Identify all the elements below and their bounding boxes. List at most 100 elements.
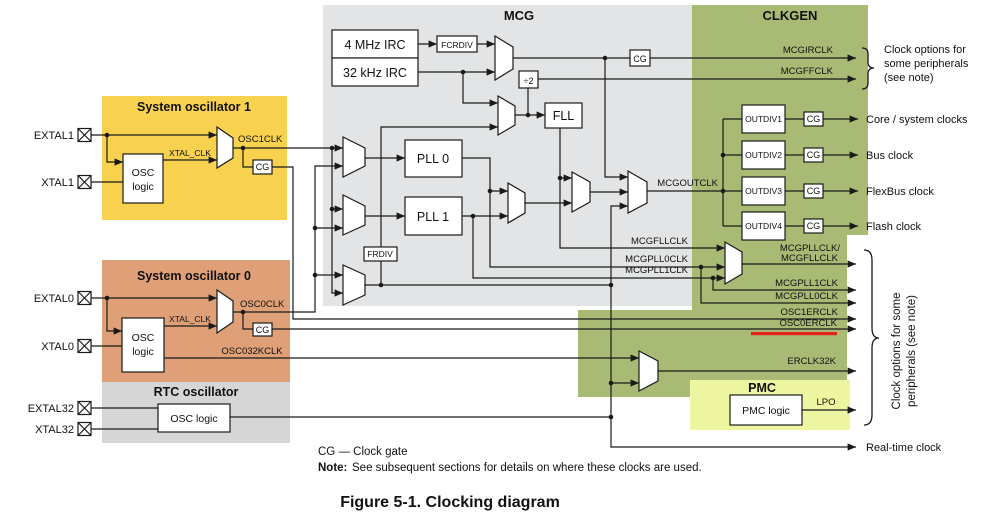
- pmc-title: PMC: [748, 381, 776, 395]
- osc0erclk-highlight-underline: [751, 332, 837, 336]
- lpo-label: LPO: [816, 397, 835, 408]
- junction-dots: [104, 55, 726, 420]
- sysosc1-title: System oscillator 1: [137, 100, 251, 114]
- rtc-osc-logic-label: OSC logic: [170, 413, 217, 425]
- top-note-line1: Clock options for: [884, 44, 966, 56]
- top-note-line2: some peripherals: [884, 58, 969, 70]
- pll1-label: PLL 1: [417, 210, 449, 224]
- mcgoutclk-label: MCGOUTCLK: [657, 178, 718, 189]
- osc1-mux: [216, 125, 234, 170]
- osc0-cg-gate: [252, 322, 273, 337]
- outdiv3-label: OUTDIV3: [745, 186, 782, 196]
- frdiv-src-mux: [342, 264, 366, 306]
- erclk32k-mux: [638, 350, 659, 392]
- extal1-label: EXTAL1: [34, 130, 74, 142]
- div2-label: ÷2: [524, 76, 534, 86]
- bus-cg-label: CG: [807, 150, 821, 160]
- mcgffclk-label: MCGFFCLK: [781, 66, 834, 77]
- osc1-logic-label-line1: OSC: [132, 167, 155, 179]
- mcgirclk-cg-gate: [629, 49, 651, 67]
- xtal32-label: XTAL32: [35, 424, 74, 436]
- mcgirclk-label: MCGIRCLK: [783, 45, 834, 56]
- realtime-clock-label: Real-time clock: [866, 442, 942, 454]
- outdiv1-block: [741, 104, 786, 134]
- pmc-logic-label: PMC logic: [742, 405, 790, 417]
- mcgpll1clk-out-label: MCGPLL1CLK: [775, 278, 838, 289]
- side-note-line1: Clock options for some: [891, 293, 903, 410]
- flash-cg-gate: [803, 218, 824, 234]
- bus-clock-label: Bus clock: [866, 150, 914, 162]
- bus-cg-gate: [803, 147, 824, 163]
- pmc-logic-block: [729, 394, 803, 426]
- pin-extal32: [77, 400, 92, 416]
- xtal1-label: XTAL1: [41, 177, 74, 189]
- wire-connections: [91, 40, 858, 451]
- pin-xtal32: [77, 421, 92, 437]
- flash-clock-label: Flash clock: [866, 221, 922, 233]
- mcg-title: MCG: [504, 8, 534, 23]
- irc-4mhz-block: [331, 29, 419, 59]
- osc0clk-label: OSC0CLK: [240, 299, 285, 310]
- osc0-logic-label-line1: OSC: [132, 332, 155, 344]
- pll1-ref-mux: [342, 194, 366, 236]
- pin-xtal0: [77, 338, 92, 354]
- pin-extal1: [77, 127, 92, 143]
- osc0-logic-label-line2: logic: [132, 346, 154, 358]
- fll-label: FLL: [553, 109, 575, 123]
- flexbus-cg-gate: [803, 183, 824, 199]
- outdiv2-label: OUTDIV2: [745, 150, 782, 160]
- xtal-clk-1-label: XTAL_CLK: [169, 148, 211, 158]
- erclk32k-label: ERCLK32K: [787, 356, 836, 367]
- pin-extal0: [77, 290, 92, 306]
- frdiv-label: FRDIV: [367, 249, 393, 259]
- pll0-label: PLL 0: [417, 152, 449, 166]
- sysosc0-title: System oscillator 0: [137, 269, 251, 283]
- pll-select-mux: [507, 181, 526, 225]
- pll0-ref-mux: [342, 136, 366, 178]
- mcgpllclk-out-label-line1: MCGPLLCLK/: [780, 243, 841, 254]
- irc-32khz-label: 32 kHz IRC: [343, 66, 407, 80]
- mcgpll0clk-out-label: MCGPLL0CLK: [775, 291, 838, 302]
- extal0-label: EXTAL0: [34, 293, 74, 305]
- irc-mux: [494, 34, 514, 82]
- xtal0-label: XTAL0: [41, 341, 74, 353]
- top-brace-icon: [861, 47, 875, 90]
- mcgout-mux: [627, 169, 648, 214]
- osc1-cg-label: CG: [256, 162, 270, 172]
- core-cg-gate: [803, 111, 824, 127]
- pllclk-fllclk-mux: [724, 240, 743, 286]
- pll1-block: [404, 196, 463, 236]
- osc1erclk-label: OSC1ERCLK: [780, 307, 838, 318]
- xtal-clk-0-label: XTAL_CLK: [169, 314, 211, 324]
- pll0-block: [404, 139, 463, 178]
- core-cg-label: CG: [807, 114, 821, 124]
- fll-ref-mux: [497, 94, 516, 137]
- outdiv4-block: [741, 211, 786, 241]
- outdiv4-label: OUTDIV4: [745, 221, 782, 231]
- outdiv1-label: OUTDIV1: [745, 114, 782, 124]
- div2-block: [518, 70, 539, 89]
- side-brace-icon: [863, 249, 880, 426]
- top-note-line3: (see note): [884, 72, 934, 84]
- flash-cg-label: CG: [807, 221, 821, 231]
- fll-block: [544, 102, 583, 129]
- flexbus-clock-label: FlexBus clock: [866, 186, 934, 198]
- rtc-osc-logic-block: [157, 403, 231, 433]
- note-text: See subsequent sections for details on w…: [352, 462, 702, 474]
- osc1-logic-label-line2: logic: [132, 181, 154, 193]
- clkgen-title: CLKGEN: [763, 8, 818, 23]
- osc0erclk-label: OSC0ERCLK: [779, 318, 837, 329]
- core-clock-label: Core / system clocks: [866, 114, 968, 126]
- mcgpllclk-out-label-line2: MCGFLLCLK: [781, 253, 839, 264]
- osc1-cg-gate: [252, 159, 273, 175]
- pin-xtal1: [77, 174, 92, 190]
- osc0-cg-label: CG: [256, 325, 270, 335]
- frdiv-block: [363, 246, 398, 262]
- side-note-line2: peripherals (see note): [906, 295, 918, 407]
- rtcosc-title: RTC oscillator: [154, 385, 239, 399]
- irc-32khz-block: [331, 57, 419, 87]
- outdiv2-block: [741, 140, 786, 170]
- osc0-logic-block: [121, 317, 165, 373]
